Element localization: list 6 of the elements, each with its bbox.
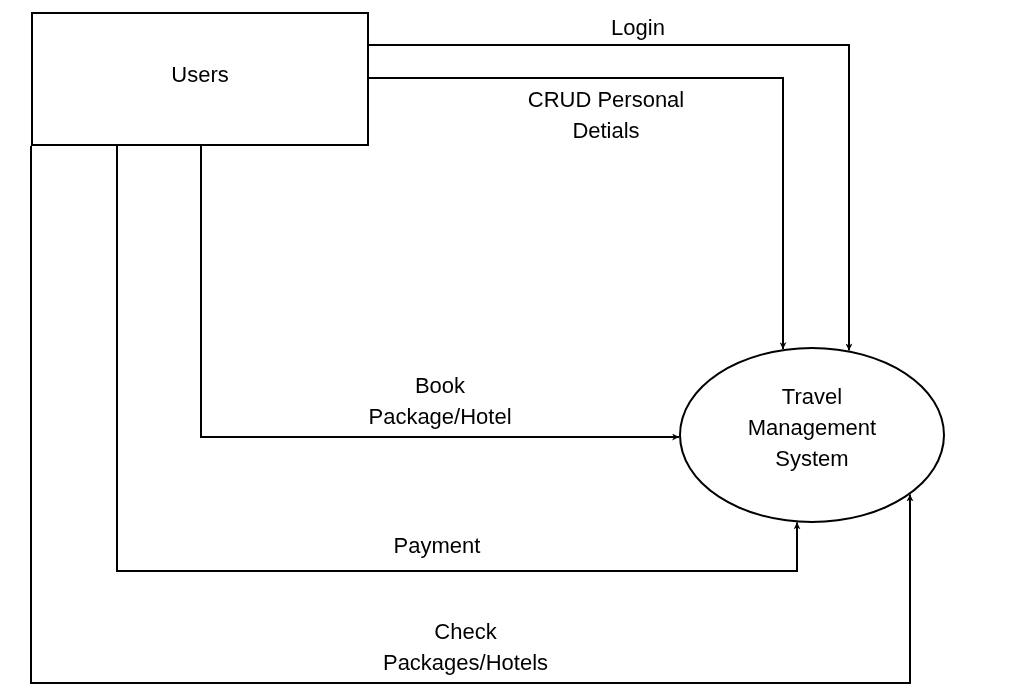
- entity-box: [31, 12, 369, 146]
- arrow: [116, 145, 801, 572]
- node-label: Travel Management System: [746, 382, 878, 473]
- arrow: [200, 145, 681, 441]
- arrow: [30, 145, 914, 684]
- node-label: Users: [171, 60, 229, 89]
